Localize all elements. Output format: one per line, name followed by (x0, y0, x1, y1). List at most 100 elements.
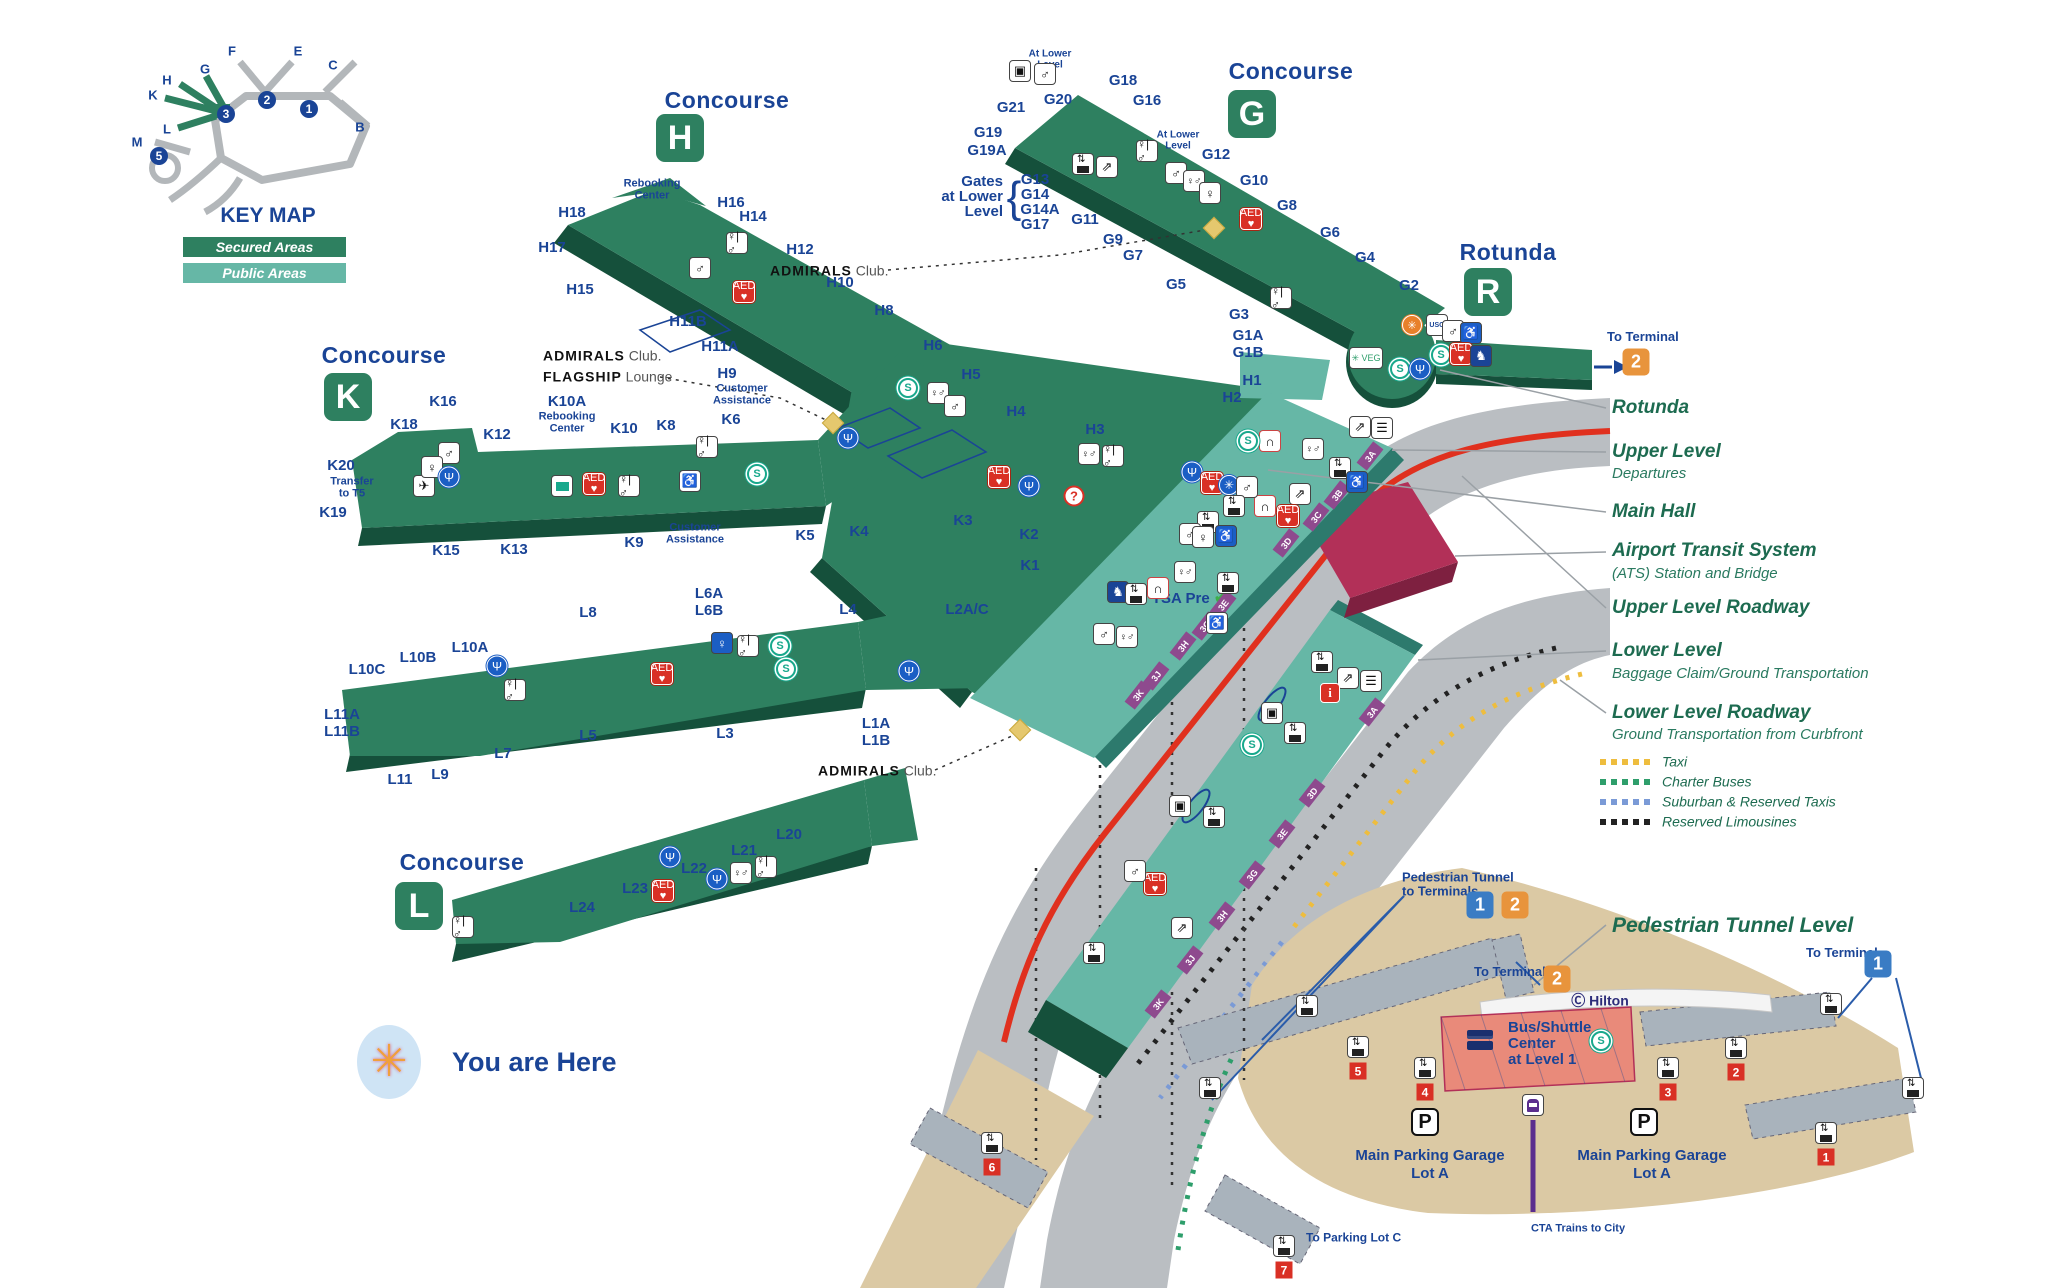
aed-icon: AED♥ (650, 662, 674, 685)
mens-room-icon: ♂ (1034, 63, 1056, 85)
door-marker-3D-10: 3D (1298, 778, 1326, 808)
legend-item-title-2: Main Hall (1612, 501, 1696, 523)
keymap-terminal-1: 1 (300, 100, 318, 118)
club-diamond-icon (1202, 216, 1226, 240)
gate-label-L2A-C: L2A/C (945, 601, 989, 619)
parking-icon: P (1630, 1108, 1658, 1136)
gate-label-G6: G6 (1319, 224, 1341, 242)
gate-label-L11B: L11B (324, 723, 360, 741)
door-marker-3E-11: 3E (1268, 819, 1296, 849)
concourse-letter-H: H (656, 114, 704, 162)
concourse-title-L: Concourse (399, 848, 525, 875)
keymap-terminal-3: 3 (217, 105, 235, 123)
garage-label-0-2: Lot A (1411, 1165, 1449, 1183)
gate-label-G13: G13 (1020, 171, 1050, 189)
wheelchair-assist-icon: ♿ (679, 470, 701, 492)
elevator-icon: ⇅ (1199, 1077, 1221, 1099)
door-marker-3C-2: 3C (1302, 502, 1330, 532)
lounge-label-2: ADMIRALS Club. (770, 262, 889, 279)
keymap-letter-E: E (293, 43, 303, 59)
gate-label-L6A: L6A (694, 585, 724, 603)
information-icon: ? (1063, 485, 1085, 507)
gate-label-L4: L4 (839, 601, 857, 619)
legend-dotted-label-2: Suburban & Reserved Taxis (1662, 793, 1836, 810)
keymap-letter-M: M (131, 134, 143, 150)
elevator-icon: ⇅ (1347, 1036, 1369, 1058)
elevator-icon: ⇅ (1125, 583, 1147, 605)
gate-label-G8: G8 (1276, 197, 1298, 215)
key-map-public-bar: Public Areas (183, 263, 346, 283)
gate-label-H14: H14 (739, 208, 767, 226)
gate-label-K6: K6 (721, 411, 741, 429)
gate-label-L11A: L11A (324, 706, 360, 724)
elevator-icon: ⇅ (1284, 722, 1306, 744)
lower-level-hall-tip (1028, 1000, 1128, 1078)
gate-label-L23: L23 (622, 880, 648, 898)
terminal-box-2: 2 (1543, 965, 1571, 993)
you-are-here-icon: ✳ (357, 1025, 421, 1099)
gate-label-G10: G10 (1239, 172, 1269, 190)
restroom-icon: ♀|♂ (618, 472, 640, 500)
restroom-icon: ♀|♂ (504, 676, 526, 704)
cta-train-icon (1522, 1094, 1544, 1116)
gate-label-L21: L21 (731, 842, 757, 860)
lounge-label-1: FLAGSHIP Lounge (543, 368, 673, 385)
elevator-number-badge-3: 3 (1659, 1083, 1677, 1101)
atm-icon: S (1238, 431, 1258, 451)
restroom-icon: ♀|♂ (452, 913, 474, 941)
escalator-icon: ⇗ (1171, 917, 1193, 939)
stairs-icon: ☰ (1371, 417, 1393, 439)
mens-room-icon: ♂ (1236, 476, 1258, 498)
baggage-claim-icon: ▣ (1169, 795, 1191, 817)
legend-item-sub-5: Baggage Claim/Ground Transportation (1612, 665, 1869, 683)
map-note: K10A (547, 393, 587, 411)
legend-item-title-0: Rotunda (1612, 397, 1690, 419)
keymap-letter-F: F (228, 43, 236, 59)
legend-swatch-2 (1600, 799, 1652, 805)
gate-label-G18: G18 (1108, 72, 1138, 90)
hilton-label: Ⓒ Hilton (1571, 992, 1629, 1009)
gate-label-H3: H3 (1085, 421, 1105, 439)
door-marker-3J-14: 3J (1176, 945, 1204, 975)
lower-level-hall (1046, 610, 1415, 1048)
elevator-icon: ⇅ (981, 1132, 1003, 1154)
gate-label-L10A: L10A (451, 639, 489, 657)
bus-shuttle-label-1: Center (1508, 1035, 1556, 1053)
gate-label-G19A: G19A (967, 142, 1007, 160)
elevator-icon: ⇅ (1725, 1037, 1747, 1059)
gate-label-G12: G12 (1201, 146, 1231, 164)
gate-label-K4: K4 (849, 523, 869, 541)
legend-item-sub-3: (ATS) Station and Bridge (1612, 565, 1778, 583)
aed-icon: AED♥ (1449, 342, 1473, 365)
lounge-label-0: ADMIRALS Club. (543, 347, 662, 364)
gate-label-G7: G7 (1122, 247, 1144, 265)
gate-label-K8: K8 (656, 417, 676, 435)
gate-label-K1: K1 (1020, 557, 1040, 575)
concourse-letter-L: L (395, 882, 443, 930)
legend-swatch-1 (1600, 779, 1652, 785)
gate-label-L20: L20 (776, 826, 802, 844)
elevator-icon: ⇅ (1815, 1122, 1837, 1144)
elevator-icon: ⇅ (1414, 1057, 1436, 1079)
gate-label-K3: K3 (953, 512, 973, 530)
garage-label-1-1: Main Parking Garage (1577, 1147, 1727, 1165)
door-marker-3D-3: 3D (1272, 528, 1300, 558)
map-note: at Lower (941, 188, 1003, 206)
gate-label-G17: G17 (1020, 216, 1050, 234)
info-desk-icon: i (1320, 683, 1340, 703)
terminal-box-2: 2 (1622, 348, 1650, 376)
gate-label-K15: K15 (432, 542, 460, 560)
gate-label-L8: L8 (579, 604, 597, 622)
map-note: { (1006, 172, 1022, 222)
restaurant-icon: Ψ (659, 846, 681, 868)
aed-icon: AED♥ (651, 879, 675, 902)
elevator-icon: ⇅ (1072, 153, 1094, 175)
map-note: Level (964, 203, 1003, 221)
baggage-claim-icon: ▣ (1261, 702, 1283, 724)
